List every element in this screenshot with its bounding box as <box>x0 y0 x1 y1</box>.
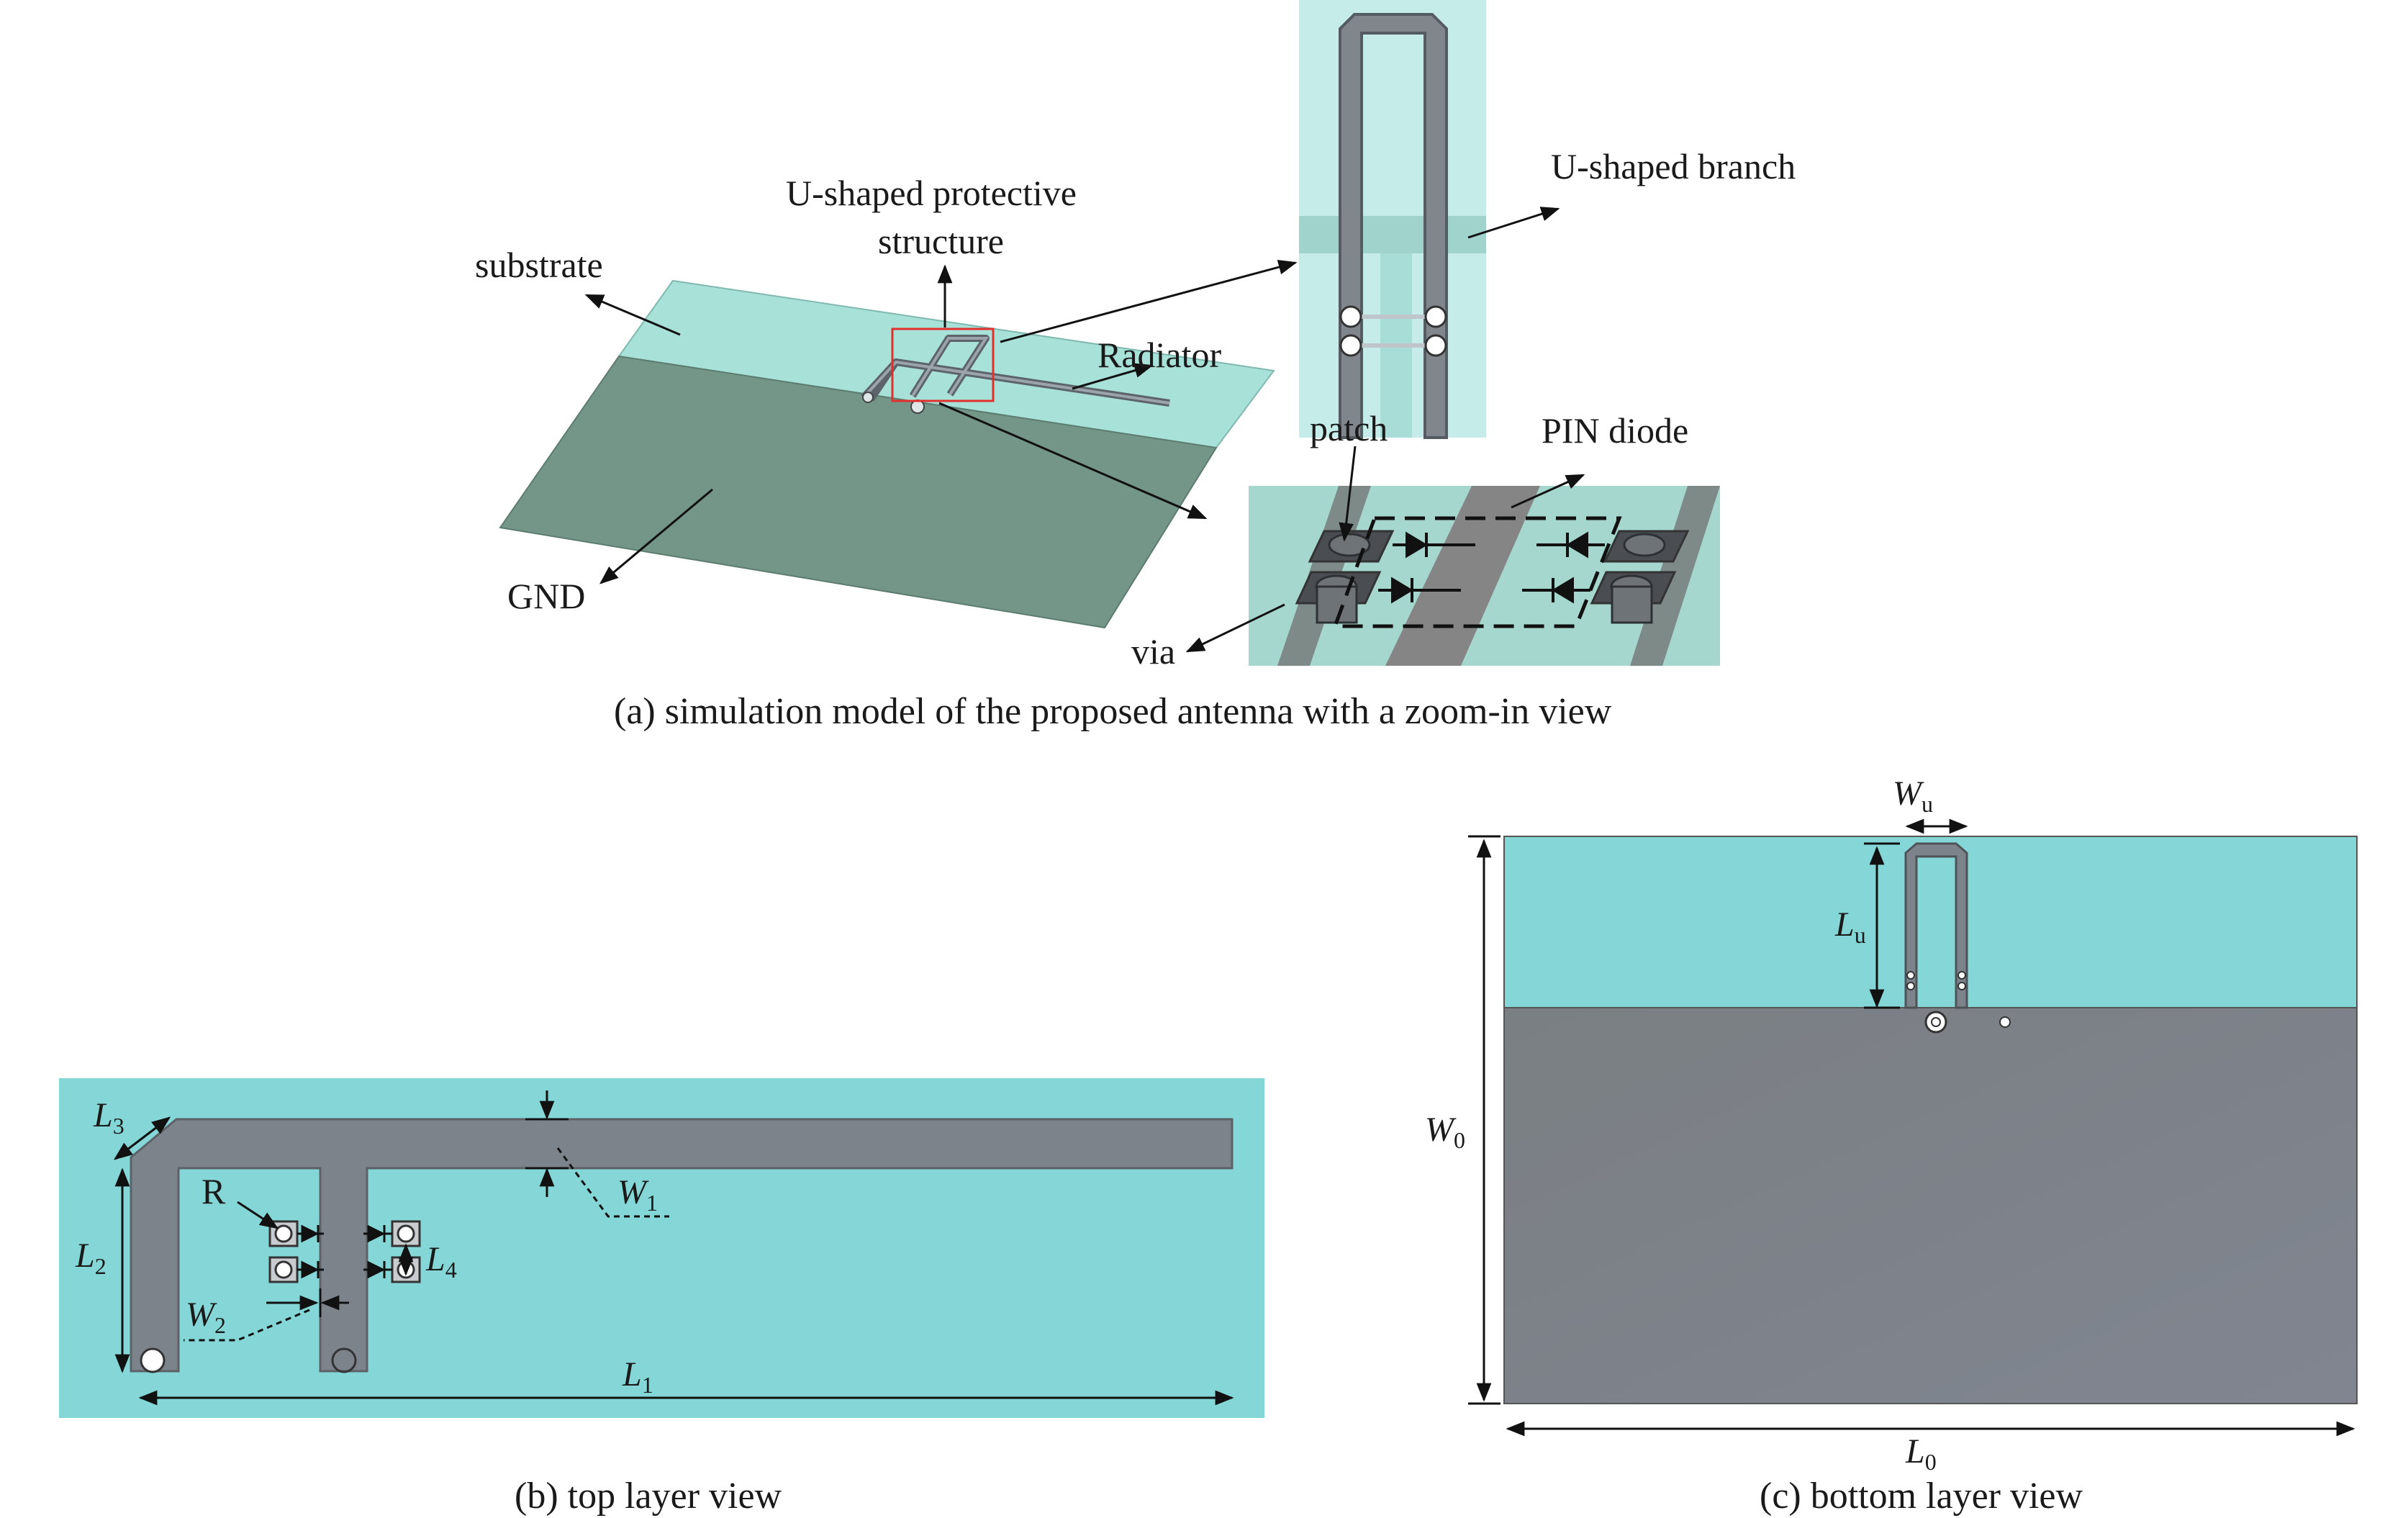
bottom-patches <box>1906 971 1966 990</box>
bottom-u-branch <box>1904 842 1968 1009</box>
label-R: R <box>202 1171 226 1211</box>
u-structure-3d-inner <box>862 337 1170 405</box>
label-W2: W2 <box>186 1296 226 1338</box>
label-L1: L1 <box>622 1355 653 1398</box>
panel-a-leaders <box>584 207 1585 653</box>
label-u-protective-line2: structure <box>878 221 1004 261</box>
zoom-diode-view <box>1249 486 1720 666</box>
label-patch: patch <box>1310 408 1388 448</box>
label-L4: L4 <box>425 1240 457 1283</box>
label-substrate: substrate <box>475 245 603 285</box>
bottom-feed-inner <box>1931 1017 1941 1027</box>
caption-a: (a) simulation model of the proposed ant… <box>614 691 1612 732</box>
panel-a: substrate U-shaped protective structure … <box>475 0 1796 732</box>
label-radiator: Radiator <box>1097 335 1222 375</box>
panel-c: Wu Lu W0 L0 (c) bottom layer view <box>1425 774 2358 1517</box>
panel-b-dimensions <box>113 1090 1234 1406</box>
label-pin-diode: PIN diode <box>1542 410 1688 451</box>
bottom-layer-gnd <box>1503 1007 2358 1404</box>
via-point <box>331 1347 357 1373</box>
label-u-protective-line1: U-shaped protective <box>786 173 1077 213</box>
label-W0: W0 <box>1425 1111 1465 1153</box>
caption-b: (b) top layer view <box>515 1476 782 1517</box>
label-L0: L0 <box>1905 1432 1937 1475</box>
label-Wu: Wu <box>1893 774 1933 817</box>
label-u-branch: U-shaped branch <box>1551 146 1796 186</box>
bottom-layer-substrate <box>1503 836 2358 1008</box>
feed-3d <box>862 392 874 403</box>
feed-point <box>140 1347 166 1373</box>
panel-b: R L1 L2 L3 L4 W1 W2 (b) top layer view <box>59 1078 1264 1517</box>
label-Lu: Lu <box>1834 905 1866 948</box>
panel-c-dimensions <box>1468 818 2355 1437</box>
label-gnd: GND <box>507 576 585 616</box>
label-via: via <box>1131 631 1175 672</box>
zoom-u-branch <box>1299 0 1486 439</box>
label-W1: W1 <box>617 1173 658 1216</box>
bottom-via <box>1999 1016 2011 1028</box>
diode-patches <box>268 1220 421 1283</box>
via-3d <box>910 399 925 414</box>
zoom-highlight-box <box>891 327 995 402</box>
label-L2: L2 <box>75 1237 107 1279</box>
label-L3: L3 <box>93 1096 125 1139</box>
gnd-3d <box>499 355 1218 629</box>
caption-c: (c) bottom layer view <box>1760 1476 2083 1517</box>
bottom-feed <box>1924 1011 1947 1034</box>
